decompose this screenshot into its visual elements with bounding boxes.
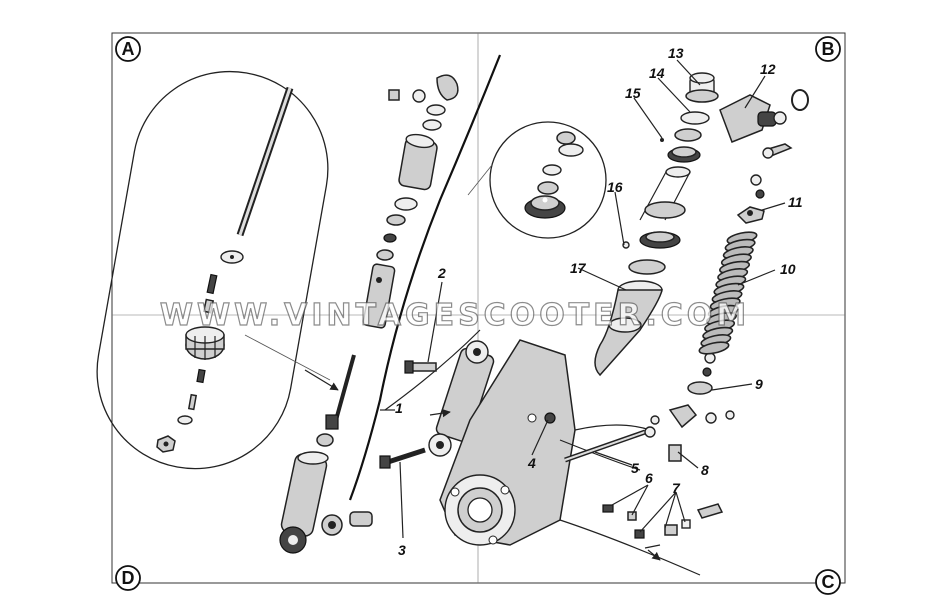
axle-5 [564, 426, 656, 463]
callout-12: 12 [760, 61, 776, 77]
corner-label-a: A [115, 36, 141, 62]
callout-4: 4 [527, 455, 536, 471]
scooter-frame-outline [348, 54, 502, 501]
coil-spring-10 [698, 231, 758, 355]
corner-a-text: A [122, 39, 135, 59]
corner-c-text: C [822, 572, 835, 592]
leader-lines [399, 59, 786, 539]
small-bolts-6-7 [602, 503, 724, 549]
callout-5: 5 [631, 460, 639, 476]
corner-b-text: B [822, 39, 835, 59]
callout-7: 7 [672, 480, 681, 496]
swing-arm-hub [439, 339, 701, 576]
shock-absorber [428, 340, 495, 457]
bolt-3 [379, 447, 426, 469]
fitting-8-9 [650, 352, 735, 462]
headset-stack [594, 72, 719, 377]
detail-circle-center [467, 121, 607, 239]
callout-13: 13 [668, 45, 684, 61]
corner-label-c: C [815, 569, 841, 595]
callout-17: 17 [570, 260, 587, 276]
callout-14: 14 [649, 65, 665, 81]
corner-d-text: D [122, 568, 135, 588]
callout-10: 10 [780, 261, 796, 277]
spring-coil [698, 341, 730, 355]
bracket-11 [736, 174, 765, 224]
callout-16: 16 [607, 179, 623, 195]
corner-label-b: B [815, 36, 841, 62]
bolt-2 [404, 360, 437, 374]
callout-2: 2 [437, 265, 446, 281]
watermark-text: WWW.VINTAGESCOOTER.COM [160, 298, 750, 333]
callout-15: 15 [625, 85, 641, 101]
callout-9: 9 [755, 376, 763, 392]
callout-1: 1 [395, 400, 403, 416]
fork-tube [279, 451, 373, 554]
diagram-frame [111, 32, 846, 584]
callout-6: 6 [645, 470, 653, 486]
steering-column-parts [316, 74, 459, 447]
corner-label-d: D [115, 565, 141, 591]
callout-11: 11 [788, 194, 803, 210]
detail-oval-left [96, 70, 331, 470]
callout-8: 8 [701, 462, 709, 478]
steering-lock-12 [719, 89, 809, 159]
callout-3: 3 [398, 542, 406, 558]
